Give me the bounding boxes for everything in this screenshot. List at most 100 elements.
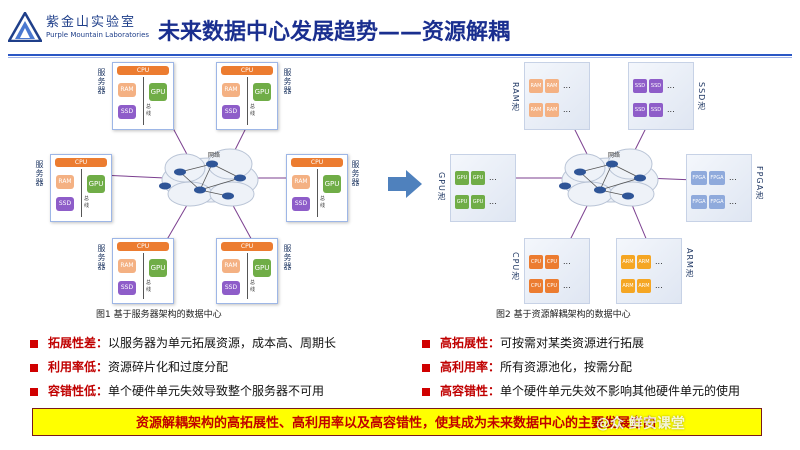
- arm-pool-label: ARM池: [685, 248, 694, 278]
- more-dots: ...: [563, 281, 571, 290]
- more-dots: ...: [489, 173, 497, 182]
- ram-chip: RAM: [56, 175, 74, 189]
- fpga-chip: FPGA: [691, 171, 707, 185]
- ssd-chip: SSD: [633, 103, 647, 117]
- fpga-chip: FPGA: [691, 195, 707, 209]
- arm-chip: ARM: [637, 255, 651, 269]
- gpu-chip: GPU: [471, 171, 485, 185]
- bus-label: 总线: [250, 280, 256, 293]
- bullet-icon: [30, 364, 38, 372]
- gpu-chip: GPU: [455, 171, 469, 185]
- more-dots: ...: [729, 197, 737, 206]
- bus-line: [247, 253, 248, 299]
- gpu-chip: GPU: [149, 83, 167, 101]
- fpga-pool-label: FPGA池: [755, 166, 764, 201]
- fig2-caption: 图2 基于资源解耦架构的数据中心: [496, 310, 631, 320]
- server-top-left: CPU RAM GPU SSD 总线: [112, 62, 174, 130]
- cpu-chip: CPU: [529, 279, 543, 293]
- fig1-caption: 图1 基于服务器架构的数据中心: [96, 310, 222, 320]
- server-label: 服务器: [283, 244, 292, 271]
- ram-pool-label: RAM池: [511, 82, 520, 112]
- server-label: 服务器: [97, 68, 106, 95]
- bullet-icon: [422, 388, 430, 396]
- left-point-2: 利用率低：资源碎片化和过度分配: [48, 360, 229, 374]
- gpu-chip: GPU: [253, 259, 271, 277]
- gpu-pool-label: GPU池: [437, 172, 446, 201]
- fig1-network-label: 网络: [208, 152, 221, 159]
- logo-mountain-icon: [8, 12, 42, 42]
- ssd-chip: SSD: [222, 105, 240, 119]
- right-point-3: 高容错性：单个硬件单元失效不影响其他硬件单元的使用: [440, 384, 741, 398]
- fig1-cloud: [161, 148, 259, 207]
- transition-arrow-icon: [388, 170, 422, 198]
- conclusion-banner: [32, 408, 762, 436]
- ssd-chip: SSD: [118, 105, 136, 119]
- ssd-pool: SSD SSD ... SSD SSD ...: [628, 62, 694, 130]
- more-dots: ...: [563, 105, 571, 114]
- cpu-chip: CPU: [291, 158, 343, 167]
- server-label: 服务器: [35, 160, 44, 187]
- ram-chip: RAM: [529, 103, 543, 117]
- bus-line: [247, 77, 248, 125]
- fig2-network-lines: [500, 99, 696, 261]
- gpu-chip: GPU: [323, 175, 341, 193]
- ram-chip: RAM: [292, 175, 310, 189]
- bullet-icon: [422, 364, 430, 372]
- more-dots: ...: [563, 81, 571, 90]
- bullet-icon: [30, 388, 38, 396]
- ram-chip: RAM: [222, 259, 240, 273]
- ssd-chip: SSD: [633, 79, 647, 93]
- bus-line: [143, 253, 144, 299]
- more-dots: ...: [667, 81, 675, 90]
- logo-text: 紫金山实验室: [46, 15, 137, 30]
- server-bottom-right: CPU RAM GPU SSD 总线: [216, 238, 278, 304]
- ram-chip: RAM: [118, 259, 136, 273]
- more-dots: ...: [655, 281, 663, 290]
- more-dots: ...: [667, 105, 675, 114]
- page-title: 未来数据中心发展趋势——资源解耦: [158, 20, 511, 45]
- ssd-chip: SSD: [118, 281, 136, 295]
- ssd-chip: SSD: [292, 197, 310, 211]
- server-label: 服务器: [283, 68, 292, 95]
- more-dots: ...: [489, 197, 497, 206]
- header-divider: [8, 54, 792, 56]
- cpu-pool-label: CPU池: [511, 252, 520, 281]
- cpu-pool: CPU CPU ... CPU CPU ...: [524, 238, 590, 304]
- server-bottom-left: CPU RAM GPU SSD 总线: [112, 238, 174, 304]
- bus-line: [317, 169, 318, 217]
- fpga-chip: FPGA: [709, 195, 725, 209]
- gpu-chip: GPU: [471, 195, 485, 209]
- ssd-chip: SSD: [649, 79, 663, 93]
- gpu-pool: GPU GPU ... GPU GPU ...: [450, 154, 516, 222]
- fpga-chip: FPGA: [709, 171, 725, 185]
- cpu-chip: CPU: [545, 279, 559, 293]
- cpu-chip: CPU: [117, 242, 169, 251]
- cpu-chip: CPU: [55, 158, 107, 167]
- ram-chip: RAM: [545, 103, 559, 117]
- more-dots: ...: [655, 257, 663, 266]
- ssd-chip: SSD: [649, 103, 663, 117]
- ssd-pool-label: SSD池: [697, 82, 706, 111]
- arm-chip: ARM: [621, 279, 635, 293]
- fpga-pool: FPGA FPGA ... FPGA FPGA ...: [686, 154, 752, 222]
- server-top-right: CPU RAM GPU SSD 总线: [216, 62, 278, 130]
- ram-chip: RAM: [529, 79, 543, 93]
- right-point-1: 高拓展性：可按需对某类资源进行拓展: [440, 336, 645, 350]
- left-point-3: 容错性低：单个硬件单元失效导致整个服务器不可用: [48, 384, 325, 398]
- cpu-chip: CPU: [221, 242, 273, 251]
- ssd-chip: SSD: [222, 281, 240, 295]
- conclusion-text: 资源解耦架构的高拓展性、高利用率以及高容错性，使其成为未来数据中心的主要发展方向: [135, 416, 656, 431]
- left-point-1: 拓展性差：以服务器为单元拓展资源，成本高、周期长: [48, 336, 337, 350]
- bus-label: 总线: [320, 196, 326, 209]
- fig2-network-label: 网络: [608, 152, 621, 159]
- cpu-chip: CPU: [529, 255, 543, 269]
- ram-chip: RAM: [222, 83, 240, 97]
- gpu-chip: GPU: [455, 195, 469, 209]
- gpu-chip: GPU: [87, 175, 105, 193]
- more-dots: ...: [729, 173, 737, 182]
- server-mid-left: CPU RAM GPU SSD 总线: [50, 154, 112, 222]
- bullet-icon: [30, 340, 38, 348]
- bus-label: 总线: [146, 104, 152, 117]
- more-dots: ...: [563, 257, 571, 266]
- cpu-chip: CPU: [545, 255, 559, 269]
